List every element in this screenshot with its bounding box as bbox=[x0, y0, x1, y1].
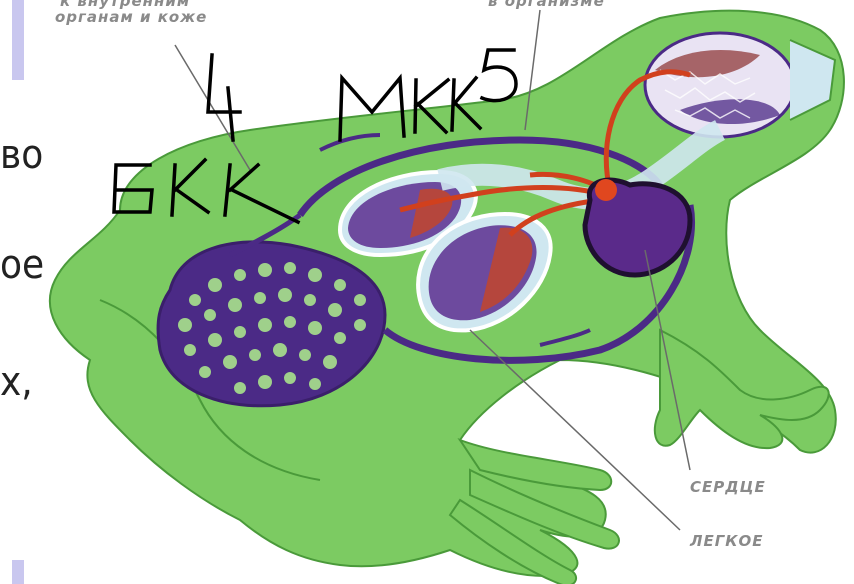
slide-bar-bottom bbox=[12, 560, 24, 584]
label-lung: ЛЕГКОЕ bbox=[689, 532, 764, 550]
handwritten-5 bbox=[482, 50, 516, 101]
slide-bar-top bbox=[12, 0, 24, 80]
label-heart: СЕРДЦЕ bbox=[690, 478, 766, 496]
side-fragment-2: ое bbox=[0, 242, 44, 288]
heart bbox=[585, 179, 690, 275]
label-organism: в организме bbox=[488, 0, 605, 10]
side-fragment-3: х, bbox=[0, 359, 33, 405]
label-organs-line2: органам и коже bbox=[55, 8, 207, 26]
side-fragment-1: во bbox=[0, 132, 43, 178]
